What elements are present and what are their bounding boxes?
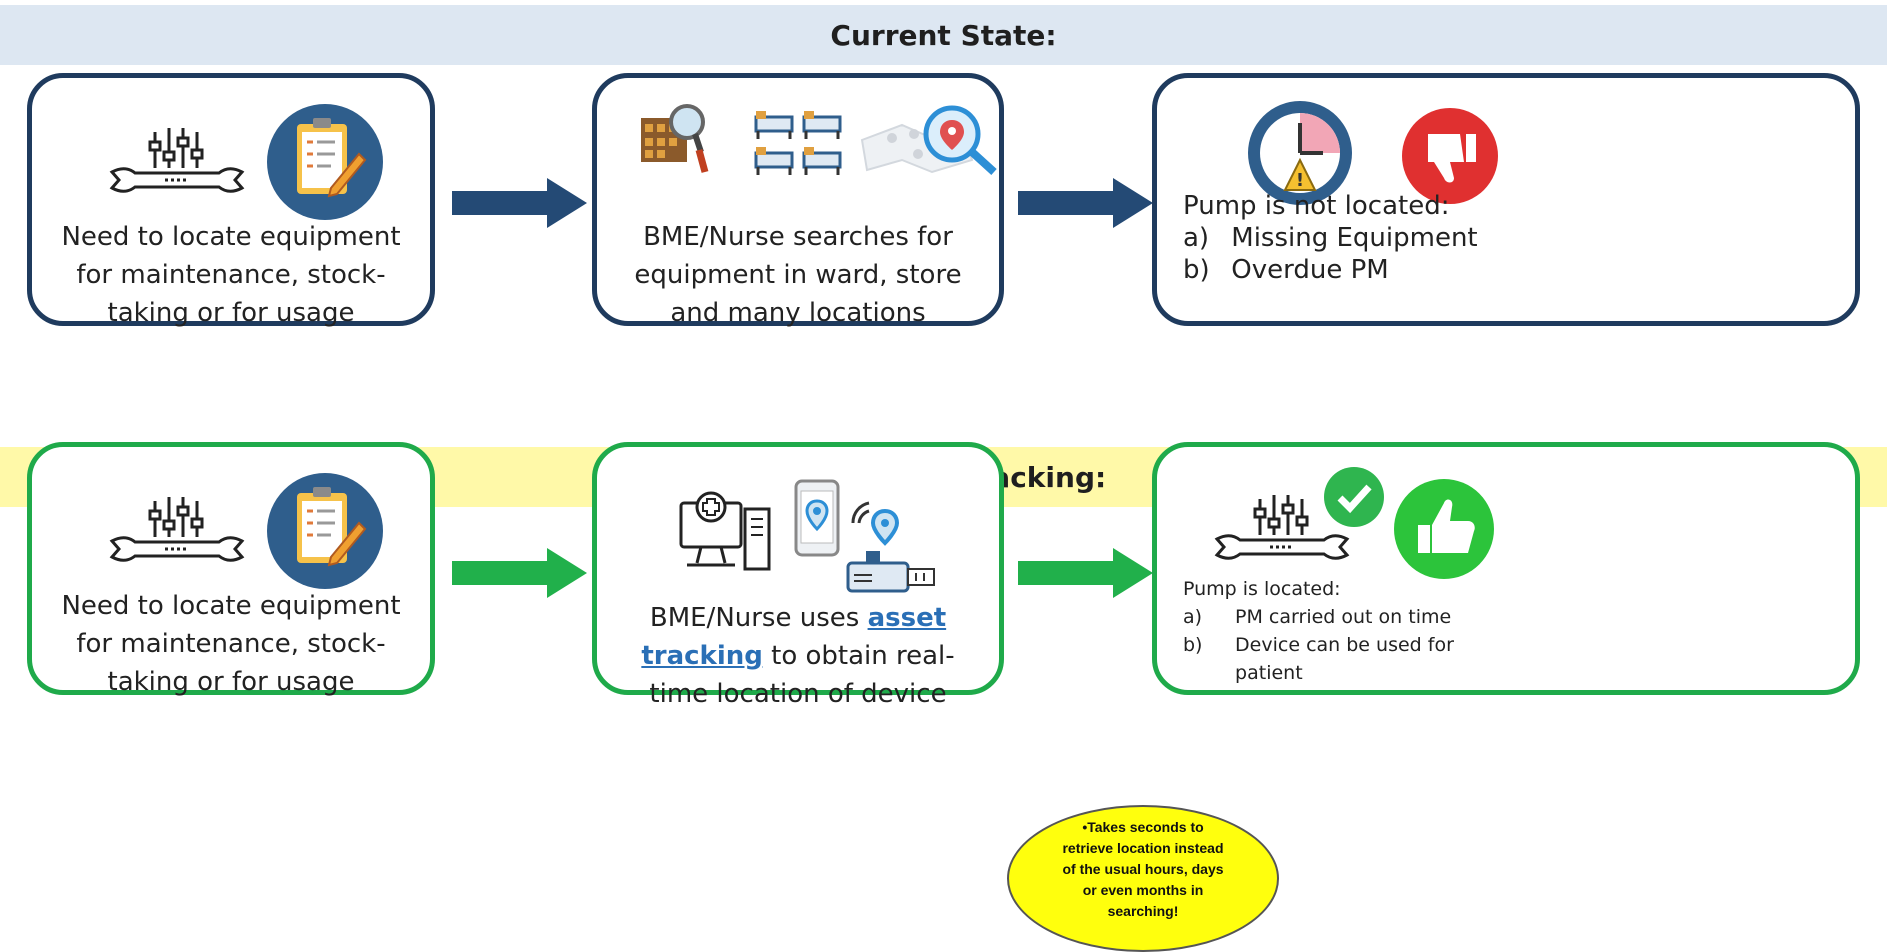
callout-line: retrieve location instead [1062, 840, 1224, 856]
asset-step-outcome: Pump is located: a) PM carried out on ti… [1152, 442, 1860, 695]
hospital-beds-icon [754, 111, 842, 175]
asset-outcome-item-b-cont: patient [1183, 659, 1845, 687]
thumbs-up-icon [1394, 479, 1494, 579]
asset-outcome-item-a: a) PM carried out on time [1183, 603, 1845, 631]
current-outcome-item-b: b) Overdue PM [1183, 254, 1845, 286]
current-step-outcome: ! Pump is not located: a) Missing Equipm… [1152, 73, 1860, 326]
current-step1-line2: for maintenance, stock- [76, 260, 386, 290]
infusion-pump-icon [846, 551, 935, 593]
asset-step2-line3: time location of device [649, 679, 947, 709]
list-marker: b) [1183, 255, 1210, 285]
asset-outcome-title: Pump is located: [1183, 578, 1341, 600]
flow-arrow-blue [1018, 178, 1153, 228]
sliders-wrench-icon [109, 497, 245, 562]
asset-outcome-item-b: b) Device can be used for [1183, 631, 1845, 659]
svg-text:!: ! [1296, 170, 1304, 191]
asset-step-tracking: BME/Nurse uses asset tracking to obtain … [592, 442, 1004, 709]
asset-tracking-link-cont[interactable]: tracking [641, 641, 763, 671]
list-item-text: Overdue PM [1231, 255, 1389, 285]
asset-step2-prefix: BME/Nurse uses [649, 603, 868, 633]
callout-line: of the usual hours, days [1062, 861, 1224, 877]
list-item-text: PM carried out on time [1235, 606, 1452, 628]
asset-step1-line1: Need to locate equipment [61, 591, 401, 621]
current-step2-line2: equipment in ward, store [634, 260, 962, 290]
current-outcome-item-a: a) Missing Equipment [1183, 222, 1845, 254]
current-state-banner: Current State: [0, 5, 1887, 65]
list-item-text: patient [1235, 662, 1303, 684]
asset-step1-line3: taking or for usage [107, 667, 355, 697]
flow-arrow-green [452, 548, 587, 598]
callout-line: •Takes seconds to [1082, 819, 1204, 835]
map-location-search-icon [860, 105, 997, 175]
current-outcome-title: Pump is not located: [1183, 191, 1450, 221]
clipboard-checklist-icon [267, 104, 383, 220]
flow-arrow-blue [452, 178, 587, 228]
current-step-locate-need: Need to locate equipment for maintenance… [27, 73, 435, 328]
check-circle-icon [1324, 467, 1384, 527]
list-item-text: Device can be used for [1235, 634, 1454, 656]
current-step1-line3: taking or for usage [107, 298, 355, 328]
callout-line: or even months in [1082, 882, 1204, 898]
current-state-heading: Current State: [830, 18, 1057, 52]
flow-arrow-green [1018, 548, 1153, 598]
current-step2-line3: and many locations [670, 298, 926, 328]
callout-line: searching! [1107, 903, 1179, 919]
asset-step-locate-need: Need to locate equipment for maintenance… [27, 442, 435, 697]
sliders-wrench-icon [1214, 495, 1350, 560]
current-step2-line1: BME/Nurse searches for [643, 222, 953, 252]
warehouse-search-icon [641, 104, 709, 173]
sliders-wrench-icon [109, 128, 245, 193]
list-marker: a) [1183, 606, 1203, 628]
time-savings-callout: •Takes seconds to retrieve location inst… [1007, 805, 1279, 952]
list-marker: b) [1183, 634, 1203, 656]
computer-medical-icon [679, 491, 771, 571]
asset-tracking-link[interactable]: asset [867, 603, 947, 633]
list-item-text: Missing Equipment [1231, 223, 1478, 253]
current-step-search: BME/Nurse searches for equipment in ward… [592, 73, 1004, 328]
thumbs-down-icon [1402, 108, 1498, 204]
list-marker: a) [1183, 223, 1210, 253]
clock-warning-icon: ! [1248, 101, 1352, 205]
current-step1-line1: Need to locate equipment [61, 222, 401, 252]
phone-location-icon [794, 479, 840, 557]
asset-step2-suffix: to obtain real- [762, 641, 955, 671]
wireless-location-icon [851, 501, 900, 546]
asset-step1-line2: for maintenance, stock- [76, 629, 386, 659]
clipboard-checklist-icon [267, 473, 383, 589]
